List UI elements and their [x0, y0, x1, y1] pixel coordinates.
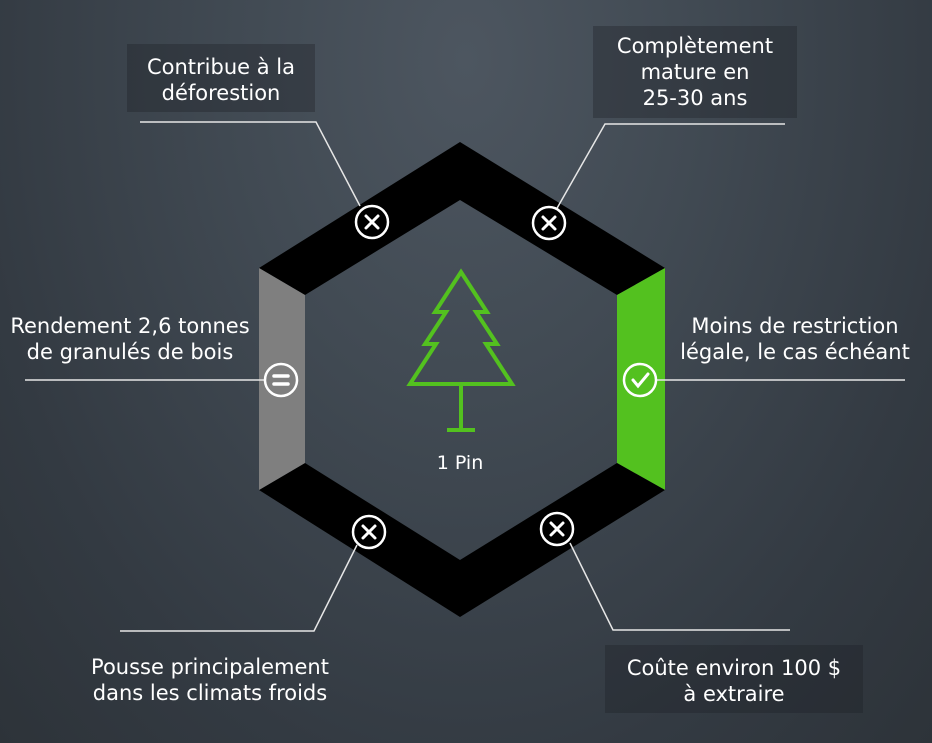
label-line: Moins de restriction	[691, 314, 899, 338]
equals-circle-icon	[263, 362, 299, 398]
label-left: Rendement 2,6 tonnes de granulés de bois	[4, 313, 256, 365]
leader-line-top-right	[555, 123, 785, 211]
label-line: Contribue à la	[146, 55, 295, 79]
label-line: de granulés de bois	[26, 340, 234, 364]
label-line: Pousse principalement	[91, 655, 329, 679]
label-bottom-right: Coûte environ 100 $ à extraire	[605, 655, 863, 707]
label-right: Moins de restriction légale, le cas éché…	[664, 313, 926, 365]
label-line: Coûte environ 100 $	[626, 656, 842, 680]
x-circle-icon	[539, 511, 575, 547]
x-circle-icon	[531, 205, 567, 241]
label-top-right: Complètement mature en 25-30 ans	[593, 33, 797, 111]
label-box-top-right	[593, 26, 797, 118]
label-line: déforestion	[161, 81, 281, 105]
x-circle-icon	[354, 204, 390, 240]
label-top-left: Contribue à la déforestion	[127, 54, 315, 106]
label-bottom-left: Pousse principalement dans les climats f…	[78, 654, 342, 706]
leader-line-bottom-left	[120, 544, 358, 632]
label-box-top-left	[127, 44, 315, 112]
label-line: mature en	[640, 60, 750, 84]
label-line: 25-30 ans	[642, 86, 748, 110]
leader-line-top-left	[140, 121, 361, 207]
label-line: Complètement	[616, 34, 774, 58]
label-line: à extraire	[683, 682, 785, 706]
center-label: 1 Pin	[436, 452, 484, 474]
label-box-bottom-right	[605, 645, 863, 713]
check-circle-icon	[622, 362, 658, 398]
x-circle-icon	[351, 514, 387, 550]
label-line: légale, le cas échéant	[680, 340, 910, 364]
pine-tree-icon	[406, 268, 516, 432]
label-line: Rendement 2,6 tonnes	[10, 314, 250, 338]
label-line: dans les climats froids	[92, 681, 328, 705]
leader-line-bottom-right	[569, 542, 790, 631]
